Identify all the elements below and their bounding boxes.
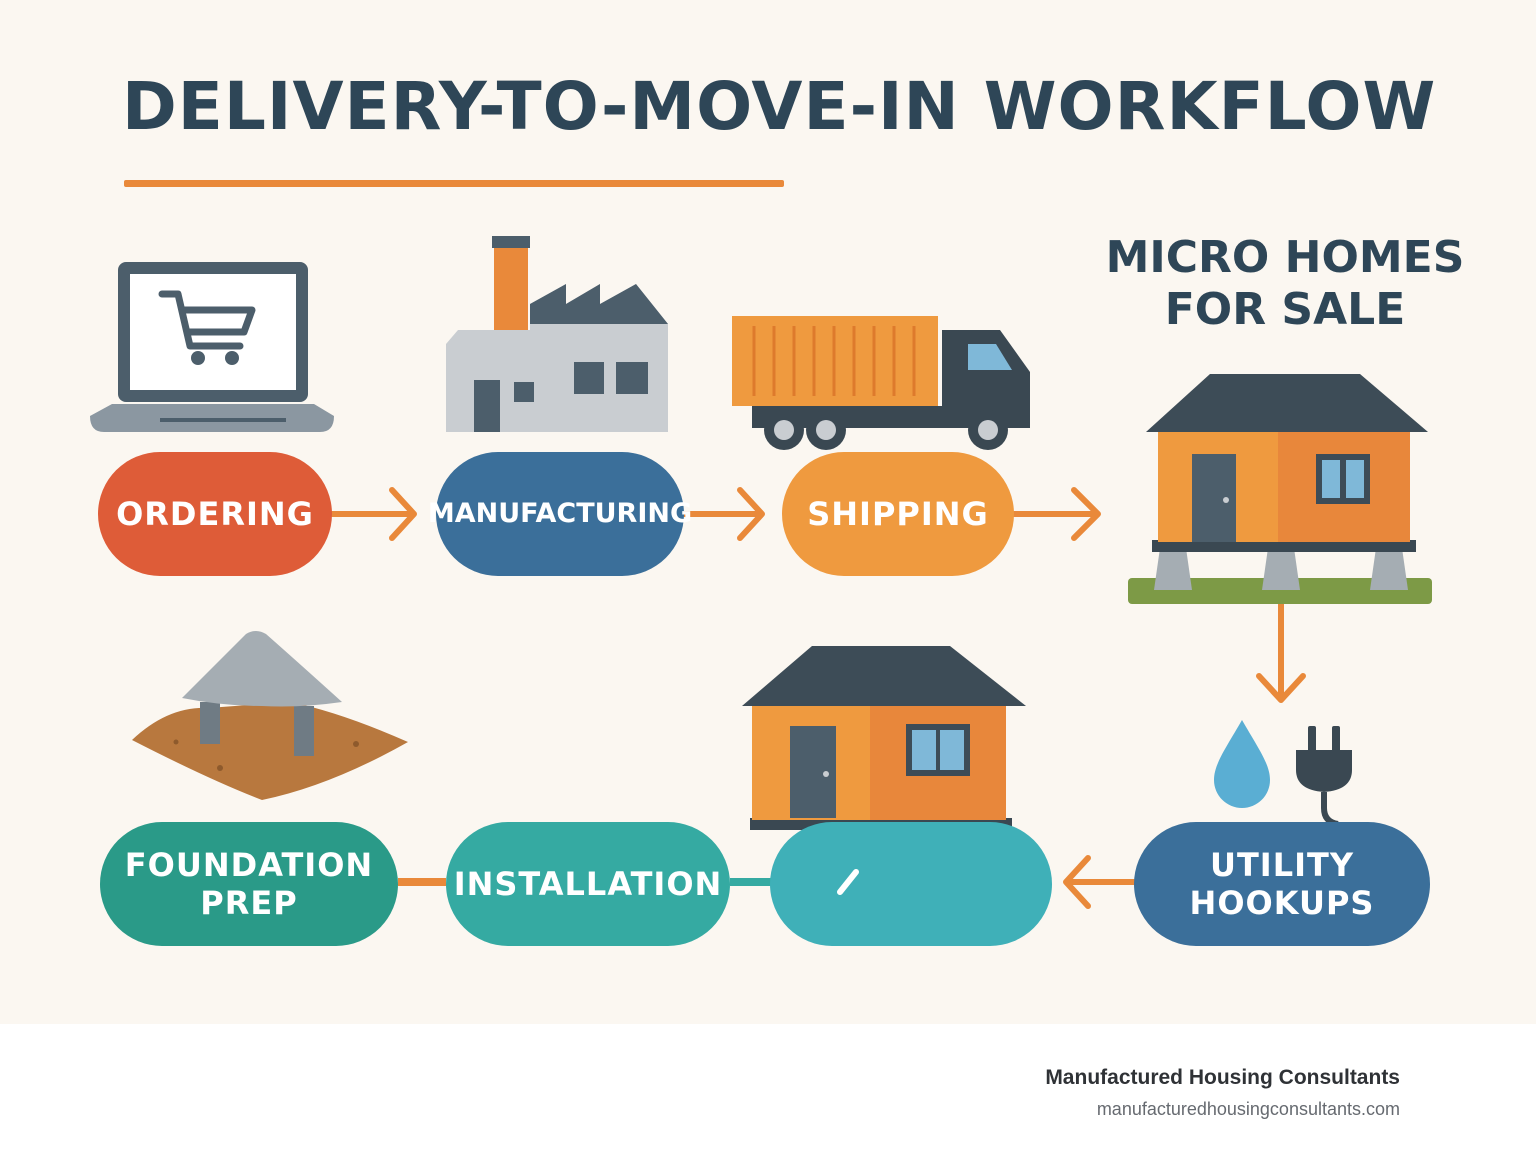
step-shipping-label: SHIPPING	[807, 495, 989, 533]
tick-mark-icon	[837, 869, 859, 895]
water-drop-icon	[1214, 720, 1270, 808]
footer-company-name: Manufactured Housing Consultants	[1045, 1066, 1400, 1089]
page-title: DELIVERY-TO-MOVE-IN WORKFLOW	[122, 68, 1437, 145]
connector-house-utility	[1256, 601, 1306, 703]
step-utility-label-line-1: UTILITY	[1209, 846, 1354, 884]
title-underline	[124, 180, 784, 187]
step-foundation-label-line-1: FOUNDATION	[124, 846, 374, 884]
step-foundation-label-line-2: PREP	[200, 884, 298, 922]
step-shipping: SHIPPING	[782, 452, 1014, 576]
laptop-cart-icon	[90, 262, 334, 432]
truck-icon	[732, 316, 1030, 450]
side-title-line-1: MICRO HOMES	[1105, 232, 1465, 283]
step-utility-hookups: UTILITY HOOKUPS	[1134, 822, 1430, 946]
step-utility-label-line-2: HOOKUPS	[1189, 884, 1375, 922]
foundation-site-icon	[132, 631, 408, 800]
step-ordering-label: ORDERING	[116, 495, 314, 533]
factory-icon	[446, 236, 668, 432]
step-installation: INSTALLATION	[446, 822, 730, 946]
connector-manufacturing-shipping	[681, 487, 765, 541]
plug-icon	[1296, 726, 1352, 827]
side-title: MICRO HOMES FOR SALE	[1100, 232, 1470, 336]
connector-shipping-house	[1011, 487, 1101, 541]
connector-utility-blank	[1063, 855, 1137, 909]
step-manufacturing: MANUFACTURING	[428, 452, 692, 576]
step-unlabeled	[770, 822, 1052, 946]
house-on-piers-icon	[1128, 374, 1432, 604]
side-title-line-2: FOR SALE	[1164, 284, 1406, 335]
workflow-artwork	[90, 236, 1432, 909]
connector-ordering-manufacturing	[329, 487, 417, 541]
step-manufacturing-label: MANUFACTURING	[427, 498, 693, 529]
house-icon	[742, 646, 1026, 830]
step-foundation-prep: FOUNDATION PREP	[100, 822, 398, 946]
infographic-canvas: DELIVERY-TO-MOVE-IN WORKFLOW MICRO HOMES…	[0, 0, 1536, 1024]
step-installation-label: INSTALLATION	[453, 865, 723, 903]
step-ordering: ORDERING	[98, 452, 332, 576]
footer-website-url[interactable]: manufacturedhousingconsultants.com	[1096, 1099, 1400, 1119]
